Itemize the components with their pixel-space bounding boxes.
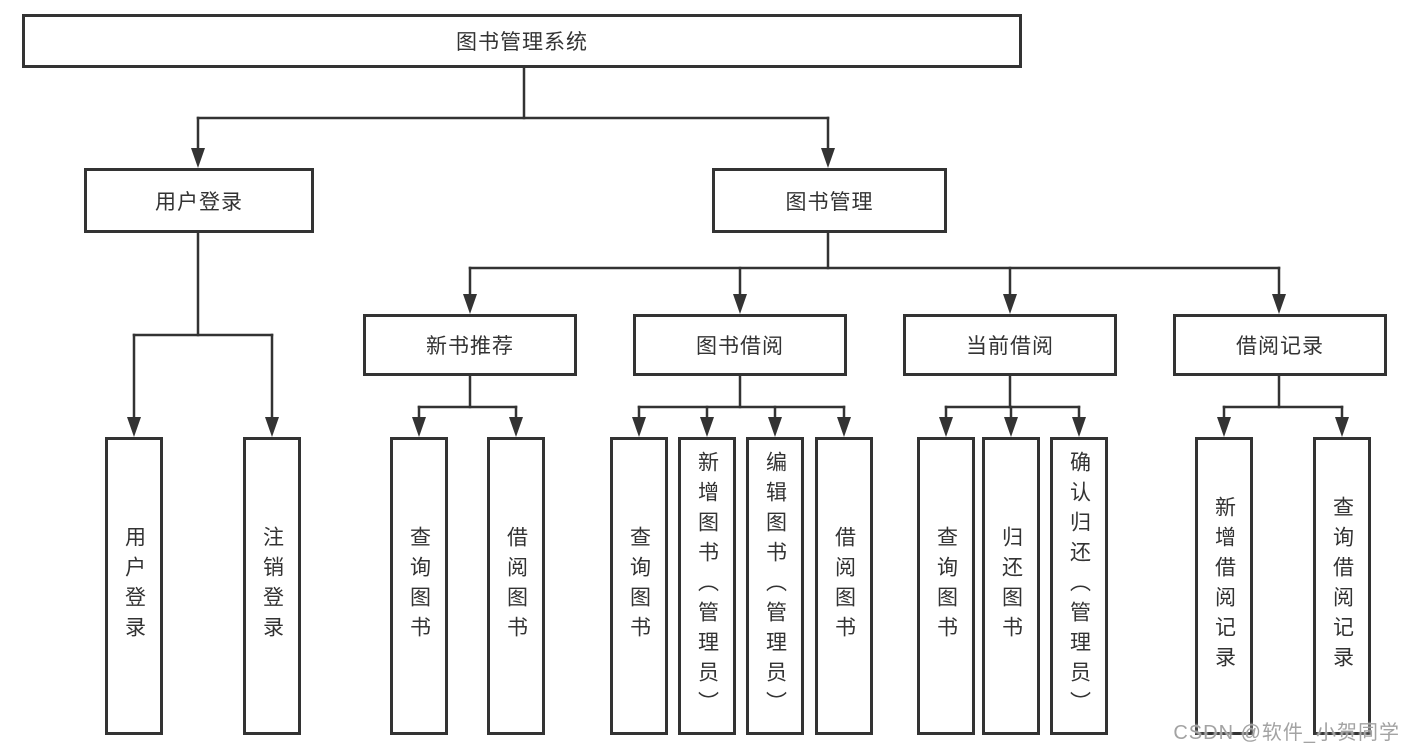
csdn-watermark: CSDN @软件_小贺同学	[1173, 722, 1400, 744]
leaf-label: 查询图书	[934, 526, 958, 646]
connector-book-management-children	[463, 231, 1286, 314]
leaf-edit-books-admin: 编辑图书（管理员）	[746, 437, 804, 735]
leaf-borrow-books: 借阅图书	[815, 437, 873, 735]
leaf-label: 查询借阅记录	[1330, 496, 1354, 676]
connector-borrowing-records-children	[1217, 374, 1349, 437]
node-new-book-recommendation: 新书推荐	[363, 314, 577, 376]
leaf-label: 新增图书（管理员）	[695, 451, 719, 721]
connector-book-borrowing-children	[632, 374, 851, 437]
connector-root-to-level2	[191, 66, 835, 168]
leaf-borrow-books-recommend: 借阅图书	[487, 437, 545, 735]
connector-new-book-recommendation-children	[412, 374, 523, 437]
leaf-label: 确认归还（管理员）	[1067, 451, 1091, 721]
leaf-query-books-borrowing: 查询图书	[610, 437, 668, 735]
leaf-logout: 注销登录	[243, 437, 301, 735]
node-book-management: 图书管理	[712, 168, 947, 233]
node-book-borrowing: 图书借阅	[633, 314, 847, 376]
leaf-user-login: 用户登录	[105, 437, 163, 735]
node-library-management-system: 图书管理系统	[22, 14, 1022, 68]
connector-current-borrowing-children	[939, 374, 1086, 437]
leaf-query-borrow-record: 查询借阅记录	[1313, 437, 1371, 735]
node-borrowing-records: 借阅记录	[1173, 314, 1387, 376]
leaf-add-books-admin: 新增图书（管理员）	[678, 437, 736, 735]
leaf-query-books-current: 查询图书	[917, 437, 975, 735]
node-user-login: 用户登录	[84, 168, 314, 233]
leaf-confirm-return-admin: 确认归还（管理员）	[1050, 437, 1108, 735]
leaf-label: 注销登录	[260, 526, 284, 646]
leaf-add-borrow-record: 新增借阅记录	[1195, 437, 1253, 735]
leaf-label: 借阅图书	[832, 526, 856, 646]
leaf-label: 编辑图书（管理员）	[763, 451, 787, 721]
node-current-borrowing: 当前借阅	[903, 314, 1117, 376]
leaf-query-books-recommend: 查询图书	[390, 437, 448, 735]
leaf-label: 查询图书	[407, 526, 431, 646]
leaf-return-books: 归还图书	[982, 437, 1040, 735]
leaf-label: 用户登录	[122, 526, 146, 646]
leaf-label: 新增借阅记录	[1212, 496, 1236, 676]
leaf-label: 借阅图书	[504, 526, 528, 646]
leaf-label: 归还图书	[999, 526, 1023, 646]
connector-user-login-children	[127, 231, 279, 437]
leaf-label: 查询图书	[627, 526, 651, 646]
